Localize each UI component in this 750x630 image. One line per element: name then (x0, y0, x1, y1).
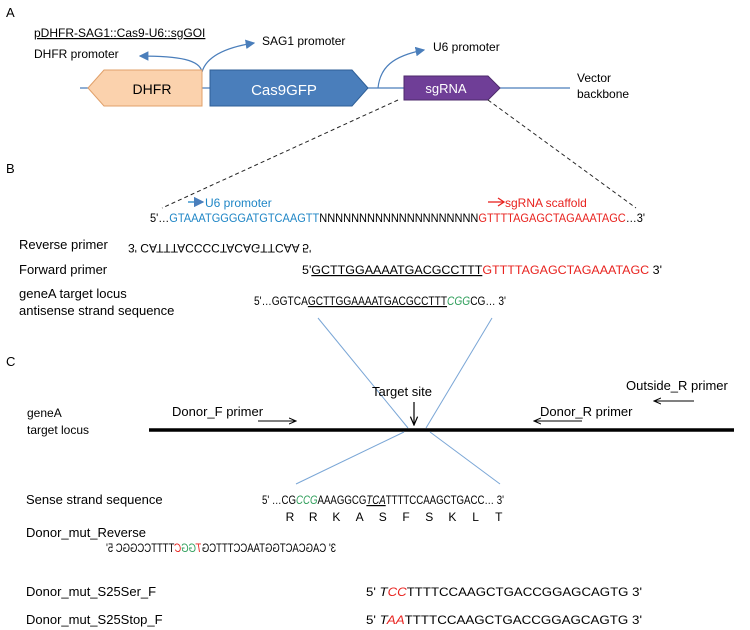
amino-acid-letter: F (402, 510, 409, 524)
outside-r-primer-label: Outside_R primer (626, 378, 729, 393)
amino-acid-letter: S (379, 510, 387, 524)
locus-c-label-line2: target locus (27, 423, 89, 437)
donor-mut-reverse-sequence: 3' CAGCACTGGTAACCTTTCGTGGCTTTTCCGGC 5' (106, 541, 336, 555)
amino-acid-letter: T (495, 510, 503, 524)
panel-b-letter: B (6, 161, 15, 176)
amino-acid-letter: S (425, 510, 433, 524)
sense-strand-sequence: 5' …CGCCGAAAGGCGTCATTTTCCAAGCTGACC… 3' (262, 493, 504, 507)
u6-promoter-label: U6 promoter (433, 40, 500, 54)
dhfr-promoter-arrow (138, 51, 203, 73)
antisense-sequence: 5'…GGTCAGCTTGGAAAATGACGCCTTTCGGCG… 3' (254, 294, 506, 308)
reverse-primer-label: Reverse primer (19, 237, 109, 252)
donor-r-primer-label: Donor_R primer (540, 404, 633, 419)
amino-acid-letter: K (332, 510, 340, 524)
amino-acid-letter: A (356, 510, 364, 524)
amino-acid-letter: L (472, 510, 479, 524)
panel-a-letter: A (6, 5, 15, 20)
sag1-promoter-arrow (201, 39, 256, 73)
reverse-primer-sequence: 3' CATTTACCCCTACAGTTCAA 5' (128, 241, 311, 255)
connector-lower-right (429, 431, 501, 485)
target-site-label: Target site (372, 384, 432, 399)
sag1-promoter-label: SAG1 promoter (262, 34, 345, 48)
locus-label-line1: geneA target locus (19, 286, 127, 301)
donor-mut-s25ser-label: Donor_mut_S25Ser_F (26, 584, 156, 599)
sgrna-gene-box (403, 75, 501, 101)
amino-acid-letter: R (309, 510, 318, 524)
zoom-line-left (161, 99, 399, 209)
construct-name: pDHFR-SAG1::Cas9-U6::sgGOI (34, 26, 205, 40)
sgrna-label: sgRNA (425, 81, 467, 96)
connector-upper-right (425, 317, 493, 429)
vector-label-line1: Vector (577, 71, 611, 85)
u6-promoter-seq-label: U6 promoter (205, 196, 272, 210)
amino-acid-letter: R (286, 510, 295, 524)
dhfr-gene-box (87, 69, 203, 107)
cassette-sequence: 5'…GTAAATGGGGATGTCAAGTTNNNNNNNNNNNNNNNNN… (150, 211, 645, 225)
panel-c-letter: C (6, 354, 15, 369)
locus-c-label-line1: geneA (27, 406, 62, 420)
forward-primer-label: Forward primer (19, 262, 108, 277)
donor-f-primer-label: Donor_F primer (172, 404, 264, 419)
connector-lower-left (295, 431, 405, 485)
scaffold-seq-label: sgRNA scaffold (505, 196, 587, 210)
sense-strand-label: Sense strand sequence (26, 492, 163, 507)
cas9gfp-gene-box (209, 69, 369, 107)
amino-acid-letter: K (448, 510, 456, 524)
donor-mut-s25stop-label: Donor_mut_S25Stop_F (26, 612, 163, 627)
zoom-line-right (487, 99, 637, 209)
dhfr-label: DHFR (133, 81, 172, 97)
locus-label-line2: antisense strand sequence (19, 303, 174, 318)
cas9gfp-label: Cas9GFP (251, 82, 317, 99)
u6-promoter-arrow (377, 46, 426, 89)
dhfr-promoter-label: DHFR promoter (34, 47, 119, 61)
vector-label-line2: backbone (577, 87, 629, 101)
connector-upper-left (317, 317, 409, 429)
donor-mut-reverse-label: Donor_mut_Reverse (26, 525, 146, 540)
